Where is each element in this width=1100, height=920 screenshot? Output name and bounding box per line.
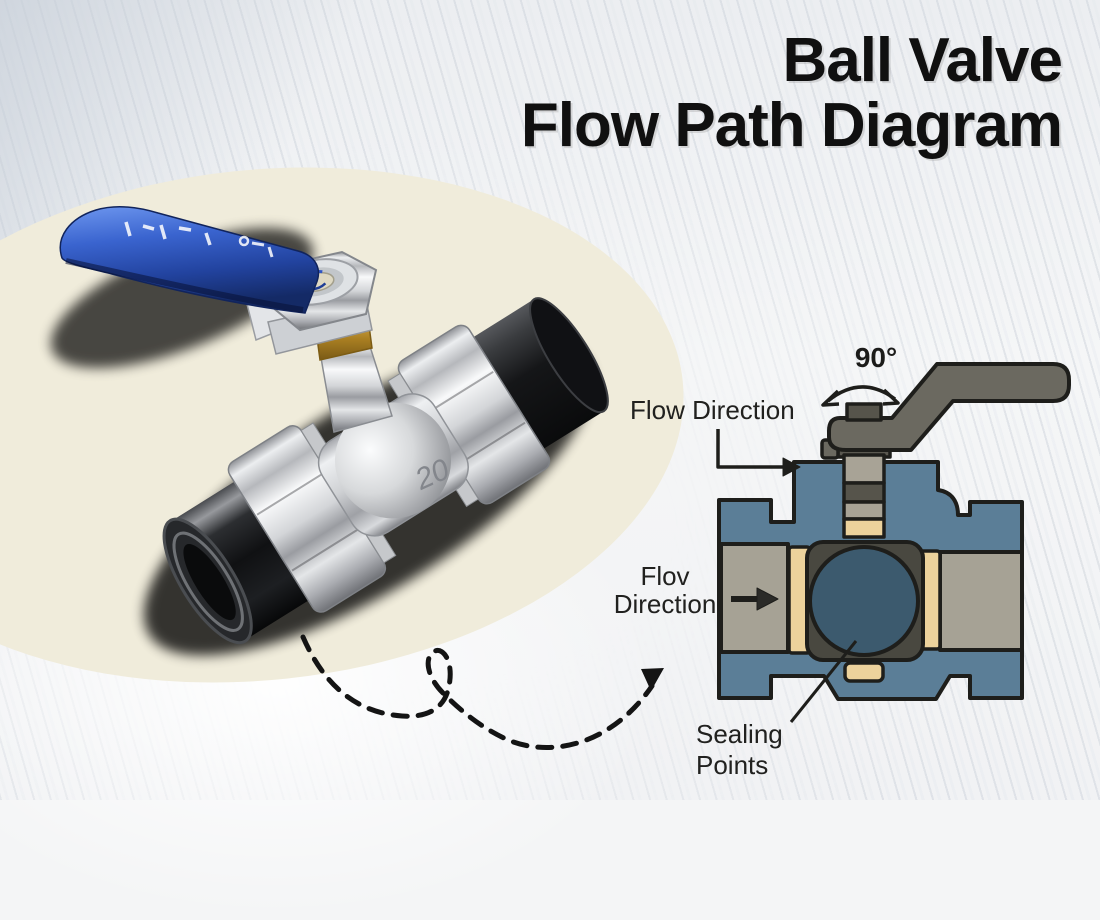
scene-graphics: 20 [50,205,1071,750]
sealing-points-label: Sealing Points [696,719,836,781]
dashed-connector-arrow [300,634,664,750]
title-line-1: Ball Valve [782,26,1063,95]
angle-label: 90° [854,342,898,373]
flow-direction-top-label: Flow Direction [630,395,795,425]
rotation-arc-arrow [821,385,900,407]
sealing-points-leader [789,640,858,723]
flow-direction-left-label: Flov Direction [596,562,734,618]
diagram-pipe-right [938,550,1024,652]
diagram-bottom-seal [843,661,885,683]
flow-left-line-2: Direction [613,589,717,619]
valve-handle-blue [59,205,320,314]
flow-direction-top-arrow [716,429,801,477]
sealing-line-2: Points [696,750,769,780]
title-line-2: Flow Path Diagram [520,91,1063,160]
diagram-handle [827,362,1071,452]
page-title: Ball Valve Flow Path Diagram [380,26,1063,160]
pipe-end-left [162,474,321,645]
diagram-ball [808,545,920,657]
sealing-line-1: Sealing [696,719,783,749]
diagram-stem-cap [845,402,883,422]
valve-photo: 20 [50,205,609,656]
handle-markings [124,221,274,258]
valve-cross-section [716,362,1071,723]
pipe-end-right [463,297,609,456]
flow-left-line-1: Flov [640,561,690,591]
flow-direction-left-arrow [731,587,779,611]
dashed-arrow-head [641,668,664,691]
